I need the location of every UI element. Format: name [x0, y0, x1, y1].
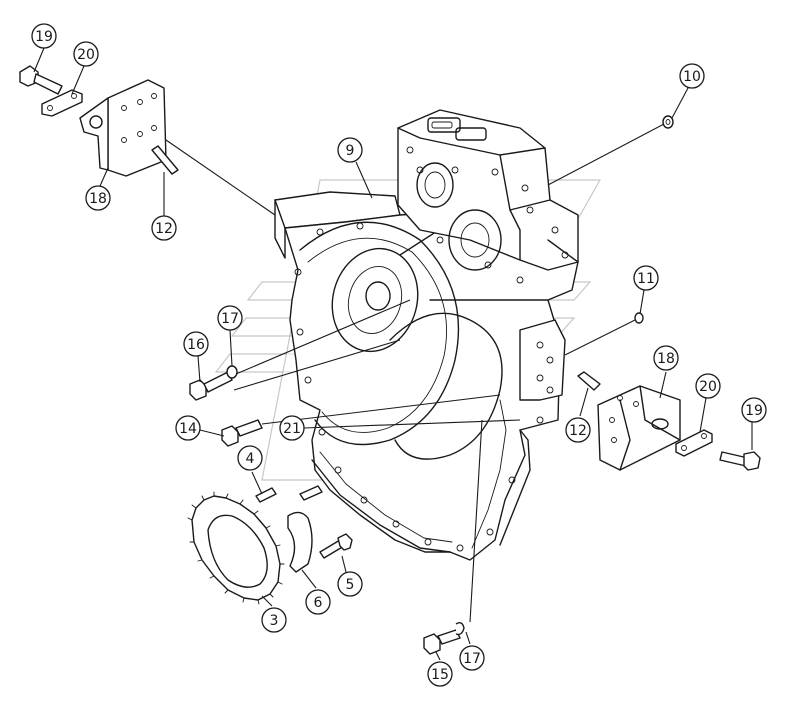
bolt-16 — [189, 371, 233, 401]
callout-21: 21 — [279, 415, 305, 441]
svg-text:20: 20 — [699, 379, 717, 395]
svg-text:6: 6 — [314, 595, 323, 611]
svg-text:9: 9 — [346, 143, 355, 159]
svg-text:12: 12 — [569, 423, 587, 439]
bolt-14 — [221, 419, 263, 447]
svg-text:21: 21 — [283, 421, 301, 437]
callout-3: 3 — [261, 607, 287, 633]
callout-19-top-left: 19 — [31, 23, 57, 49]
bolt-19-left — [19, 65, 63, 95]
callout-19-right: 19 — [741, 397, 767, 423]
callout-20-top-left: 20 — [73, 41, 99, 67]
svg-text:20: 20 — [77, 47, 95, 63]
dowel-pin-12-right — [577, 371, 601, 391]
svg-text:19: 19 — [745, 403, 763, 419]
svg-text:11: 11 — [637, 271, 655, 287]
dowel-pin-21 — [299, 485, 323, 501]
svg-text:15: 15 — [431, 667, 449, 683]
callout-18-left: 18 — [85, 185, 111, 211]
bracket-left — [79, 79, 167, 177]
callout-12-left: 12 — [151, 215, 177, 241]
callout-17-upper: 17 — [217, 305, 243, 331]
svg-text:4: 4 — [246, 451, 255, 467]
svg-text:16: 16 — [187, 337, 205, 353]
bracket-right — [597, 385, 681, 471]
washer-10 — [662, 115, 674, 129]
dowel-pin-12-upper — [151, 145, 179, 175]
bolt-19-right — [719, 451, 761, 471]
svg-text:18: 18 — [89, 191, 107, 207]
callout-12-right: 12 — [565, 417, 591, 443]
leader-lines — [33, 47, 753, 661]
svg-text:12: 12 — [155, 221, 173, 237]
svg-text:5: 5 — [346, 577, 355, 593]
svg-text:17: 17 — [221, 311, 239, 327]
callout-6: 6 — [305, 589, 331, 615]
housing-mount-pad — [519, 319, 566, 401]
svg-text:18: 18 — [657, 351, 675, 367]
lock-plate-left — [41, 89, 83, 117]
svg-text:3: 3 — [270, 613, 279, 629]
washer-17-upper — [226, 365, 238, 379]
callout-16: 16 — [183, 331, 209, 357]
ring-gear — [187, 491, 285, 605]
callout-9: 9 — [337, 137, 363, 163]
callout-20-right: 20 — [695, 373, 721, 399]
dowel-pin-4 — [255, 487, 277, 503]
callout-5: 5 — [337, 571, 363, 597]
svg-text:10: 10 — [683, 69, 701, 85]
svg-text:17: 17 — [463, 651, 481, 667]
gear-case — [397, 109, 579, 284]
bolt-5 — [319, 533, 353, 559]
washer-11 — [634, 312, 644, 324]
lock-plate-right — [675, 429, 713, 457]
svg-text:19: 19 — [35, 29, 53, 45]
callout-15: 15 — [427, 661, 453, 687]
washer-17-lower — [455, 621, 465, 636]
callout-11: 11 — [633, 265, 659, 291]
callout-17-lower: 17 — [459, 645, 485, 671]
svg-text:14: 14 — [179, 421, 197, 437]
callout-10: 10 — [679, 63, 705, 89]
callout-18-right: 18 — [653, 345, 679, 371]
callout-4: 4 — [237, 445, 263, 471]
cover-plate-6 — [287, 511, 313, 573]
callout-14: 14 — [175, 415, 201, 441]
bolt-15 — [423, 629, 461, 655]
